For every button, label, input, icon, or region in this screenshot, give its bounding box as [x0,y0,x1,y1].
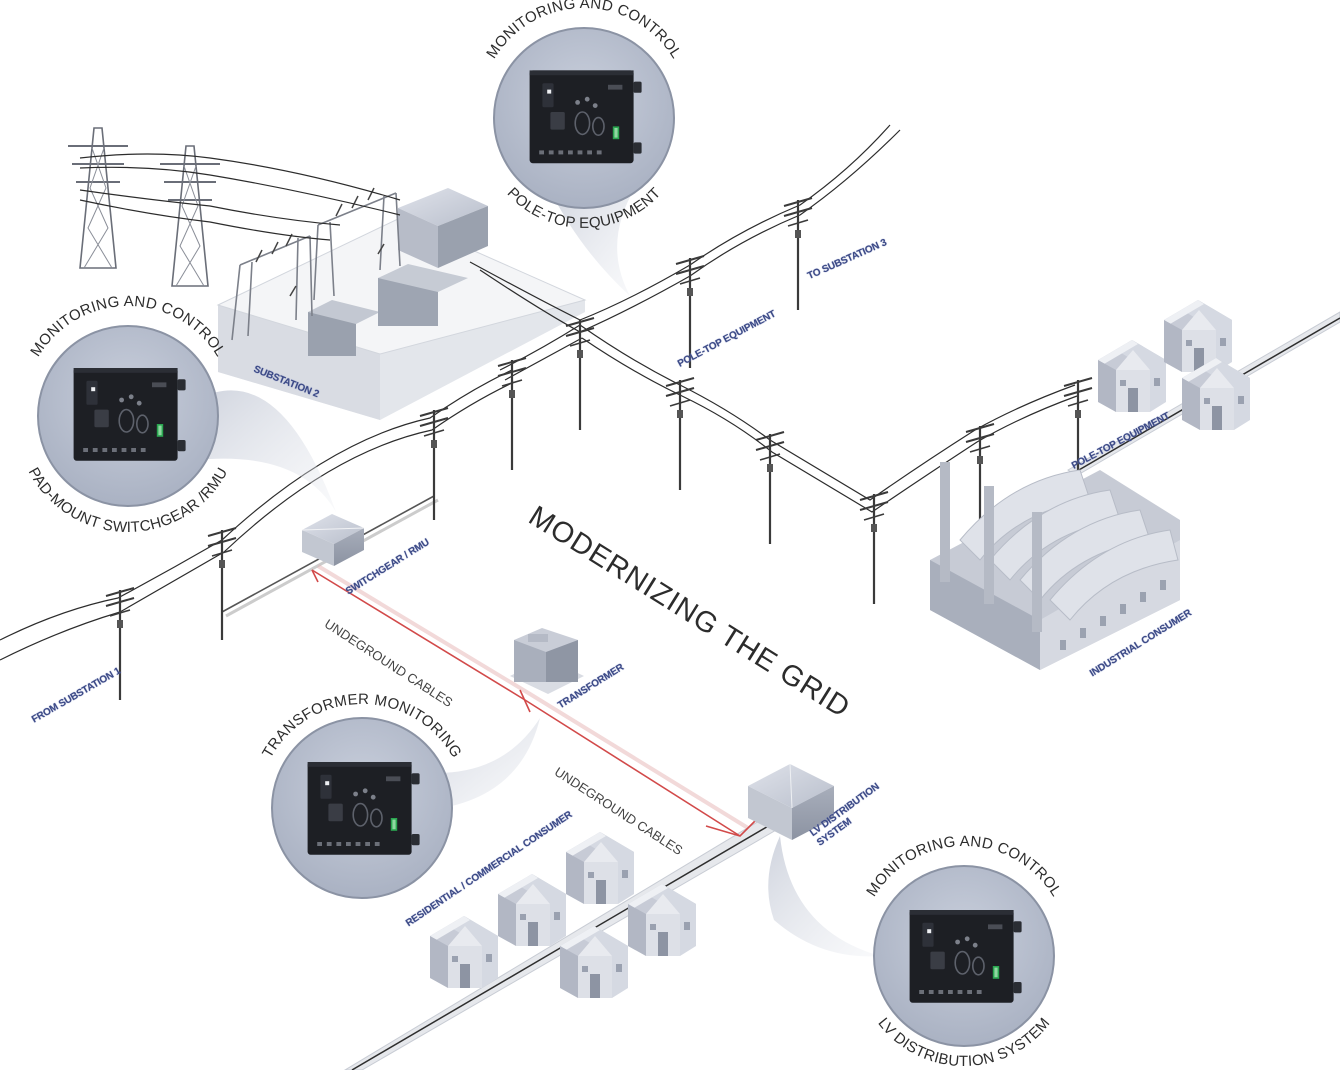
houses-residential [430,832,696,998]
callout-pad-mount: MONITORING AND CONTROL PAD-MOUNT SWITCHG… [25,293,231,536]
lv-distribution-box [748,763,834,840]
roads [221,311,1340,1070]
switchgear-rmu [301,514,365,566]
transmission-towers [67,127,221,287]
callout-pole-top: MONITORING AND CONTROL POLE-TOP EQUIPMEN… [483,0,684,232]
industrial-consumer [930,462,1180,670]
pad-transformer [510,628,584,694]
callout-lv: MONITORING AND CONTROL LV DISTRIBUTION S… [863,833,1064,1070]
callout-transformer: TRANSFORMER MONITORING [259,691,465,899]
substation-2 [216,187,587,420]
